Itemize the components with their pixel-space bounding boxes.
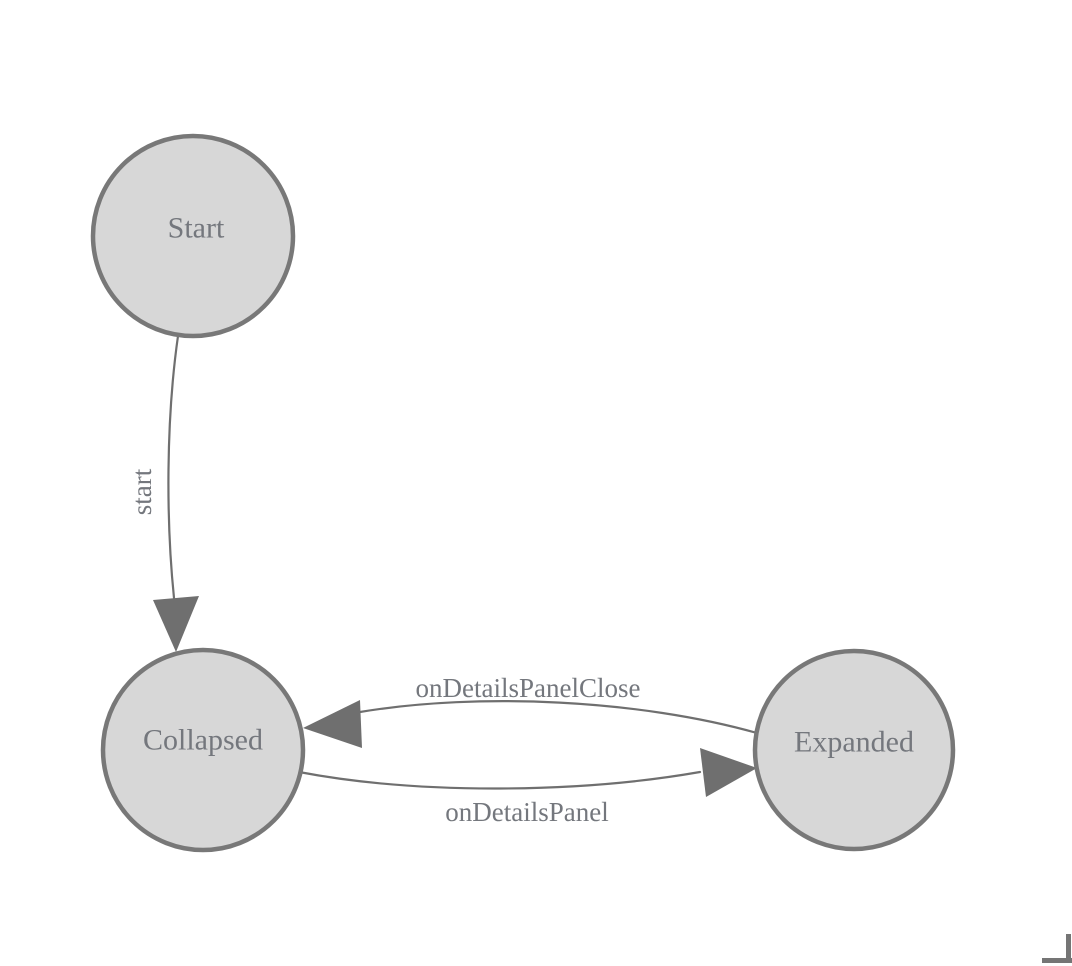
edge-start-to-collapsed-label: start (127, 468, 157, 515)
corner-crop-mark-vertical (1066, 934, 1071, 963)
state-node-start-label: Start (168, 212, 225, 245)
state-node-collapsed-label: Collapsed (143, 724, 263, 757)
corner-crop-mark (1042, 934, 1072, 963)
edge-expanded-to-collapsed-label: onDetailsPanelClose (416, 673, 641, 703)
state-node-expanded-circle (752, 648, 956, 852)
edge-expanded-to-collapsed-arrowhead (303, 700, 362, 748)
edge-collapsed-to-expanded-arrowhead (700, 748, 757, 797)
edge-expanded-to-collapsed-path (358, 700, 759, 735)
state-node-collapsed[interactable]: Collapsed (100, 647, 306, 853)
edge-start-to-collapsed-path (167, 334, 180, 600)
state-node-expanded-label: Expanded (794, 726, 914, 759)
state-node-collapsed-circle (100, 647, 306, 853)
edge-start-to-collapsed[interactable]: start (127, 334, 199, 652)
edge-start-to-collapsed-arrowhead (153, 596, 199, 652)
edge-collapsed-to-expanded-path (297, 770, 702, 790)
state-node-start-circle (90, 133, 296, 339)
state-node-expanded[interactable]: Expanded (752, 648, 956, 852)
edge-expanded-to-collapsed[interactable]: onDetailsPanelClose (303, 673, 759, 748)
edge-collapsed-to-expanded[interactable]: onDetailsPanel (297, 748, 757, 827)
edge-collapsed-to-expanded-label: onDetailsPanel (445, 797, 608, 827)
corner-crop-mark-horizontal (1042, 958, 1072, 963)
state-node-start[interactable]: Start (90, 133, 296, 339)
